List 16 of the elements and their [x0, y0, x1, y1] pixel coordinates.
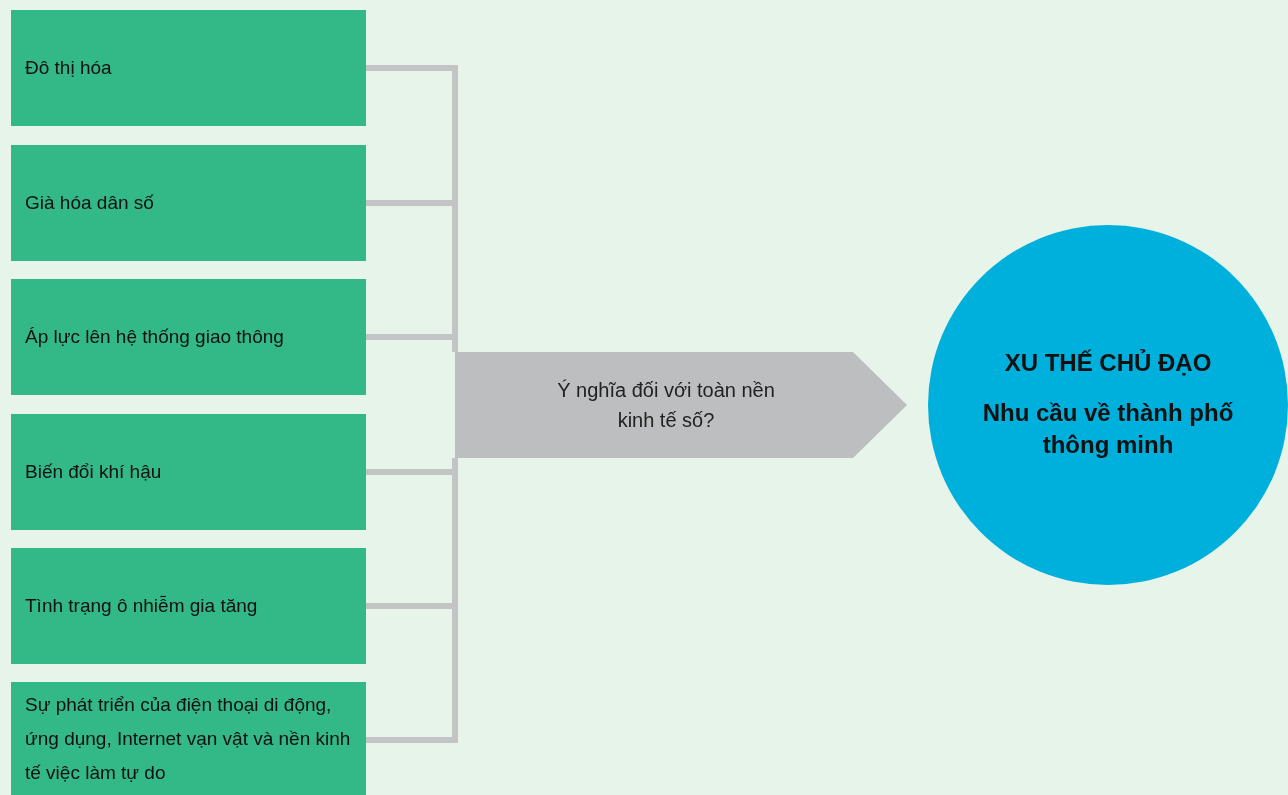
cause-box — [11, 10, 366, 126]
question-text: Ý nghĩa đối với toàn nền kinh tế số? — [556, 378, 776, 433]
cause-text: Biến đổi khí hậu — [25, 460, 162, 484]
cause-text: Già hóa dân số — [25, 191, 154, 215]
cause-text: Đô thị hóa — [25, 56, 112, 80]
cause-text: Tình trạng ô nhiễm gia tăng — [25, 594, 258, 618]
cause-text: Áp lực lên hệ thống giao thông — [25, 325, 284, 349]
cause-box — [11, 414, 366, 530]
connector-line — [366, 334, 458, 355]
trend-text: Nhu cầu về thành phố thông minh — [981, 398, 1235, 460]
cause-box — [11, 145, 366, 261]
cause-box — [11, 682, 366, 795]
cause-box — [11, 279, 366, 395]
cause-text: Sự phát triển của điện thoại di động, ứng dụng, Internet vạn vật và nền kinh tế việc làm tự do — [25, 692, 352, 785]
trend-heading: XU THẾ CHỦ ĐẠO — [1004, 349, 1212, 377]
cause-box — [11, 548, 366, 664]
